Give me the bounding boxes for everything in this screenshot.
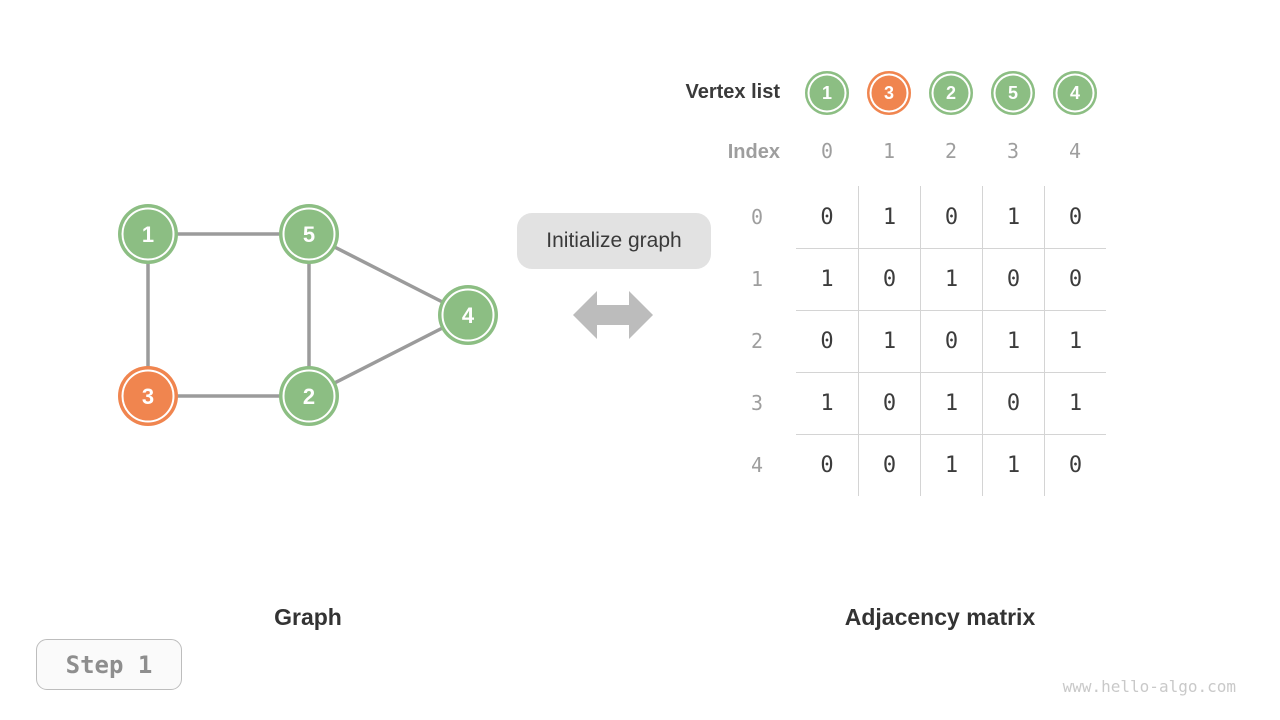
matrix-cell-2-0: 0: [796, 310, 858, 372]
index-label: Index: [727, 141, 780, 163]
matrix-row-label-3: 3: [750, 391, 764, 415]
graph-node-2: 2: [279, 366, 339, 426]
index-digit-2: 2: [944, 139, 958, 163]
graph-caption: Graph: [274, 604, 342, 630]
matrix-cell-3-2: 1: [920, 372, 982, 434]
svg-text:1: 1: [142, 222, 154, 247]
index-digit-3: 3: [1006, 139, 1020, 163]
graph-node-1: 1: [118, 204, 178, 264]
graph-figure: 1 5 4 3 2: [118, 204, 498, 426]
vertex-list-label: Vertex list: [685, 81, 780, 103]
matrix-cell-2-1: 1: [858, 310, 920, 372]
matrix-cell-4-0: 0: [796, 434, 858, 496]
matrix-cell-2-2: 0: [920, 310, 982, 372]
step-button[interactable]: Step 1: [36, 639, 182, 690]
index-digit-1: 1: [882, 139, 896, 163]
matrix-cell-4-3: 1: [982, 434, 1044, 496]
initialize-graph-text: Initialize graph: [546, 229, 682, 252]
matrix-row-label-4: 4: [750, 453, 764, 477]
matrix-cell-1-3: 0: [982, 248, 1044, 310]
svg-text:4: 4: [462, 303, 475, 328]
adjacency-matrix-caption: Adjacency matrix: [844, 604, 1036, 630]
matrix-cell-3-0: 1: [796, 372, 858, 434]
matrix-row-label-0: 0: [750, 205, 764, 229]
matrix-cell-1-4: 0: [1044, 248, 1106, 310]
vertex-list-circle-5: 5: [991, 71, 1035, 115]
graph-node-4: 4: [438, 285, 498, 345]
matrix-cell-2-4: 1: [1044, 310, 1106, 372]
matrix-cell-0-4: 0: [1044, 186, 1106, 248]
graph-node-3: 3: [118, 366, 178, 426]
matrix-cell-4-4: 0: [1044, 434, 1106, 496]
matrix-cell-4-1: 0: [858, 434, 920, 496]
index-digit-0: 0: [820, 139, 834, 163]
vertex-list-circle-4: 4: [1053, 71, 1097, 115]
svg-text:3: 3: [142, 384, 154, 409]
matrix-cell-1-2: 1: [920, 248, 982, 310]
vertex-list-circle-3: 3: [867, 71, 911, 115]
matrix-cell-4-2: 1: [920, 434, 982, 496]
graph-node-5: 5: [279, 204, 339, 264]
step-button-label: Step 1: [65, 650, 153, 679]
matrix-cell-0-2: 0: [920, 186, 982, 248]
double-arrow-icon: [573, 291, 653, 339]
vertex-list-circle-2: 2: [929, 71, 973, 115]
matrix-cell-3-3: 0: [982, 372, 1044, 434]
matrix-row-label-2: 2: [750, 329, 764, 353]
matrix-cell-3-1: 0: [858, 372, 920, 434]
matrix-row-label-1: 1: [750, 267, 764, 291]
matrix-cell-0-3: 1: [982, 186, 1044, 248]
matrix-cell-0-1: 1: [858, 186, 920, 248]
matrix-cell-1-1: 0: [858, 248, 920, 310]
matrix-cell-3-4: 1: [1044, 372, 1106, 434]
vertex-list-circle-1: 1: [805, 71, 849, 115]
watermark: www.hello-algo.com: [1062, 677, 1236, 696]
index-digit-4: 4: [1068, 139, 1082, 163]
matrix-cell-1-0: 1: [796, 248, 858, 310]
matrix-cell-2-3: 1: [982, 310, 1044, 372]
initialize-graph-label: Initialize graph: [517, 213, 711, 269]
svg-text:5: 5: [303, 222, 315, 247]
svg-text:2: 2: [303, 384, 315, 409]
matrix-cell-0-0: 0: [820, 204, 834, 230]
